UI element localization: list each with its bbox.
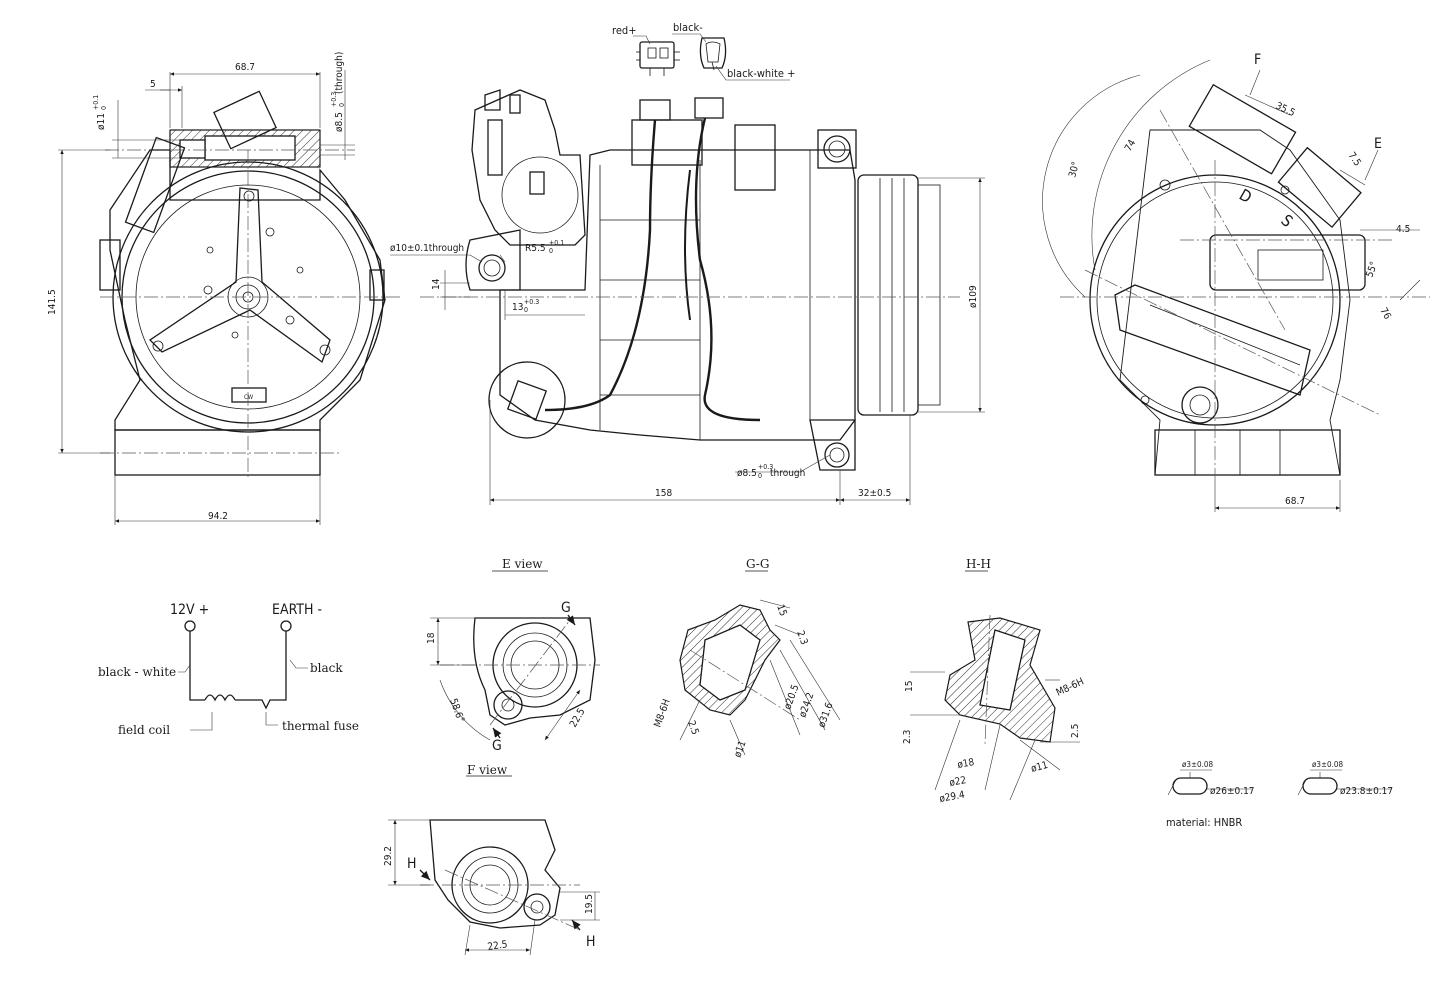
- hh-section: [910, 570, 1080, 801]
- gg-section: [679, 570, 841, 756]
- oring-1-cs: ø3±0.08: [1182, 760, 1213, 769]
- side-dim-hub: 32±0.5: [858, 488, 891, 499]
- wiring-field-coil: field coil: [118, 723, 170, 737]
- f-view-dim-225: 22.5: [487, 939, 508, 953]
- oring-1-id: ø26±0.17: [1210, 786, 1255, 797]
- front-dim-height: 141.5: [47, 289, 58, 315]
- rear-label-f: F: [1254, 52, 1261, 68]
- side-dim-13: 13: [512, 302, 523, 313]
- wire-label-black-white: black-white +: [727, 67, 795, 80]
- gg-dim-316: ø31.6: [816, 701, 835, 729]
- side-dim-bore: ø10±0.1through: [390, 243, 464, 254]
- rear-label-s: S: [1277, 211, 1296, 231]
- wire-label-black: black-: [673, 21, 703, 34]
- rear-label-d: D: [1236, 185, 1255, 207]
- gg-dim-25: 2.5: [685, 719, 700, 736]
- rear-dim-35: 35.5: [1274, 101, 1297, 119]
- rear-dim-55deg: 55°: [1364, 260, 1380, 279]
- e-view-dim-angle: 58.6°: [447, 697, 466, 724]
- e-view-g-bottom: G: [492, 738, 502, 754]
- hh-dim-18: ø18: [957, 757, 976, 771]
- f-view: [388, 775, 600, 956]
- oring-1: [1167, 769, 1252, 796]
- front-dim-through: ø8.5: [334, 112, 345, 132]
- f-view-h-top: H: [407, 856, 416, 872]
- rear-dim-75: 7.5: [1346, 150, 1363, 168]
- front-dim-width-bottom: 94.2: [208, 511, 228, 522]
- rear-dim-width: 68.7: [1285, 496, 1305, 507]
- wiring-diagram: [178, 620, 308, 731]
- front-dim-hole-tol0: 0: [100, 106, 108, 110]
- gg-dim-23: 2.3: [794, 629, 809, 646]
- gg-dim-15: 15: [774, 603, 788, 618]
- side-dim-13-tol0: 0: [524, 306, 528, 314]
- side-dim-through2-tol0: 0: [758, 472, 762, 480]
- front-view: [58, 70, 400, 525]
- gg-dim-205: ø20.5: [782, 683, 801, 711]
- side-dim-pulley: ø109: [968, 285, 979, 308]
- gg-thread: M8-6H: [652, 698, 672, 729]
- hh-dim-15: 15: [904, 681, 915, 692]
- connector-detail: [633, 33, 790, 81]
- front-dim-width-top: 68.7: [235, 62, 255, 73]
- hh-dim-22: ø22: [949, 775, 968, 789]
- rear-dim-74: 74: [1123, 138, 1138, 154]
- side-dim-through2-tol: +0.3: [758, 463, 773, 471]
- wiring-plus-label: 12V +: [170, 602, 209, 618]
- hh-dim-23: 2.3: [902, 730, 913, 744]
- hh-title: H-H: [966, 557, 991, 571]
- oring-2-cs: ø3±0.08: [1312, 760, 1343, 769]
- material-note: material: HNBR: [1166, 816, 1242, 829]
- wire-label-red: red+: [612, 24, 637, 37]
- front-dim-through-tol0: 0: [338, 103, 346, 107]
- f-view-title: F view: [467, 763, 508, 777]
- rear-dim-30deg: 30°: [1067, 161, 1082, 179]
- gg-title: G-G: [746, 557, 769, 571]
- front-dim-through-note: (through): [334, 52, 345, 94]
- wiring-black: black: [310, 661, 343, 675]
- gg-dim-242: ø24.2: [797, 691, 816, 719]
- oring-2: [1297, 769, 1392, 796]
- oring-2-id: ø23.8±0.17: [1340, 786, 1393, 797]
- e-view: [430, 570, 600, 741]
- f-view-dim-292: 29.2: [383, 846, 394, 866]
- cw-label: CW: [244, 394, 254, 401]
- wiring-earth-label: EARTH -: [272, 602, 322, 618]
- gg-dim-11: ø11: [732, 739, 748, 759]
- e-view-g-top: G: [561, 600, 571, 616]
- side-dim-14: 14: [431, 278, 442, 290]
- side-dim-through2: ø8.5: [737, 468, 757, 479]
- rear-view: [1042, 59, 1430, 512]
- front-dim-offset: 5: [150, 79, 156, 90]
- f-view-dim-195: 19.5: [584, 894, 595, 914]
- front-dim-hole: ø11: [96, 113, 107, 130]
- side-dim-radius: R5.5: [525, 243, 546, 254]
- side-view: [390, 89, 985, 505]
- wiring-thermal-fuse: thermal fuse: [282, 719, 359, 733]
- front-dim-hole-tol: +0.1: [92, 95, 100, 110]
- e-view-dim-18: 18: [426, 632, 437, 644]
- rear-dim-45: 4.5: [1396, 224, 1410, 235]
- hh-dim-25: 2.5: [1070, 724, 1081, 738]
- side-dim-radius-tol0: 0: [549, 247, 553, 255]
- hh-dim-294: ø29.4: [939, 790, 966, 805]
- e-view-title: E view: [502, 557, 543, 571]
- f-view-h-bottom: H: [586, 934, 595, 950]
- rear-label-e: E: [1374, 136, 1382, 152]
- side-dim-13-tol: +0.3: [524, 298, 539, 306]
- wiring-black-white: black - white: [98, 665, 176, 679]
- hh-dim-11: ø11: [1030, 760, 1049, 775]
- front-dim-through-tol: +0.3: [330, 92, 338, 107]
- side-dim-length: 158: [655, 488, 672, 499]
- side-dim-radius-tol: +0.1: [549, 239, 564, 247]
- rear-dim-76: 76: [1377, 306, 1392, 322]
- side-dim-through2-note: through: [770, 468, 805, 479]
